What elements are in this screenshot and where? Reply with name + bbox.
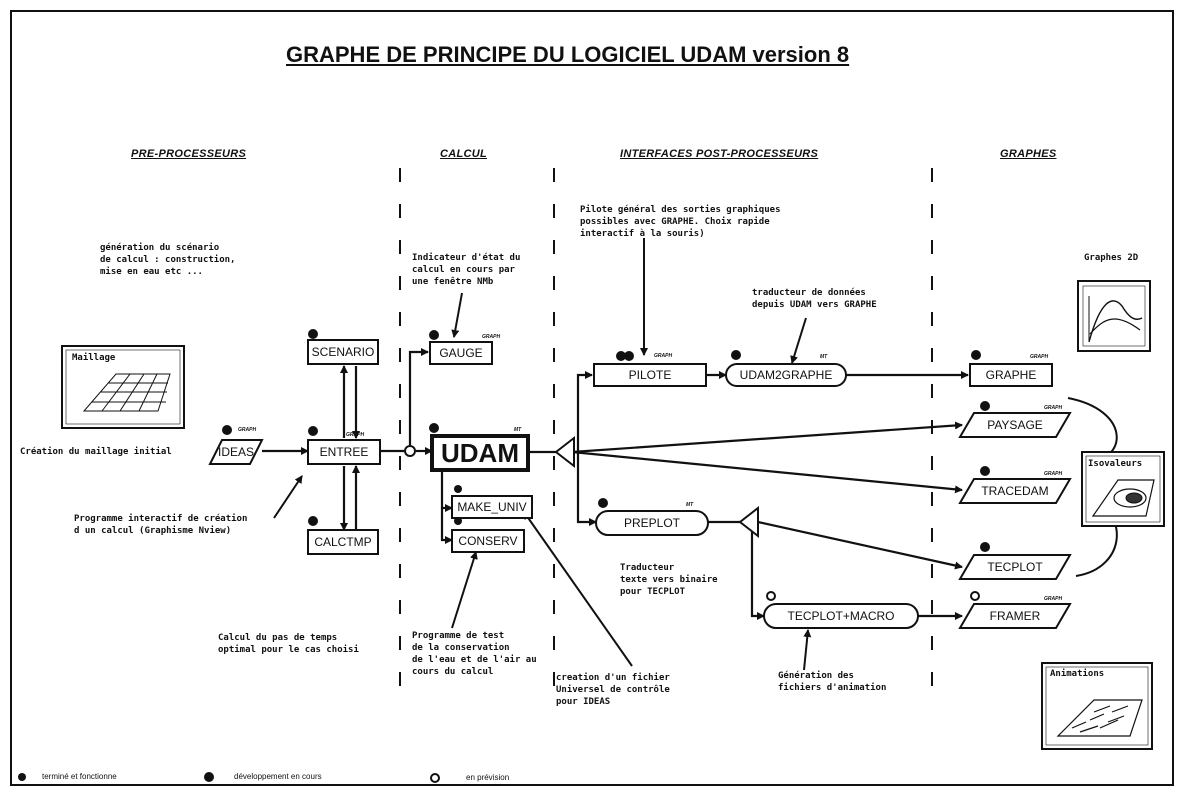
legend-icon-planned (430, 773, 440, 783)
node-shape-pilote (593, 363, 707, 387)
label-graphes-2d: Graphes 2D (1084, 253, 1139, 263)
node-shape-tecplot (958, 554, 1072, 580)
tag-graph: GRAPH (1044, 405, 1063, 411)
junction-triangle-udam (554, 435, 575, 469)
tag-graph: GRAPH (482, 334, 501, 340)
tag-graph: GRAPH (1044, 596, 1063, 602)
tag-graph: GRAPH (346, 432, 365, 438)
annotation-leaders (273, 238, 812, 671)
thumbnail-animations (1041, 662, 1153, 750)
note-generation-scenario: génération du scénario de calcul : const… (100, 243, 236, 277)
status-dot-planned (970, 591, 980, 601)
tag-mt: MT (686, 502, 694, 508)
thumbnail-graphes-2d (1077, 280, 1151, 352)
note-programme-interactif: Programme interactif de création d un ca… (74, 514, 248, 536)
page-border (10, 10, 1174, 786)
node-shape-udam2graphe (725, 363, 847, 387)
node-label-tecplot: TECPLOT (987, 560, 1043, 574)
legend-dev: développement en cours (234, 772, 322, 781)
note-gauge-indicator: Indicateur d'état du calcul en cours par… (412, 253, 521, 287)
node-label-udam2graphe: UDAM2GRAPHE (739, 368, 833, 382)
label-isovaleurs: Isovaleurs (1088, 459, 1143, 469)
note-pilote: Pilote général des sorties graphiques po… (580, 205, 781, 239)
thumbnail-maillage (61, 345, 185, 429)
node-shapes (208, 339, 1072, 629)
note-programme-test: Programme de test de la conservation de … (412, 631, 537, 677)
note-calcul-pas: Calcul du pas de temps optimal pour le c… (218, 633, 359, 655)
section-header-interfaces: INTERFACES POST-PROCESSEURS (620, 148, 819, 160)
junction-circle-entree (404, 445, 416, 457)
node-label-scenario: SCENARIO (311, 345, 375, 359)
section-header-calcul: CALCUL (440, 148, 488, 160)
node-label-pilote: PILOTE (628, 368, 672, 382)
section-dividers (399, 168, 933, 700)
note-traducteur-binaire: Traducteur texte vers binaire pour TECPL… (620, 563, 718, 597)
node-label-framer: FRAMER (989, 609, 1041, 623)
tag-graph: GRAPH (654, 353, 673, 359)
node-label-paysage: PAYSAGE (987, 418, 1043, 432)
tag-mt: MT (820, 354, 828, 360)
thumbnail-isovaleurs (1081, 451, 1165, 527)
node-label-preplot: PREPLOT (623, 516, 680, 530)
node-label-make-univ: MAKE_UNIV (457, 500, 527, 514)
node-shape-tracedam (958, 478, 1072, 504)
legend-done: terminé et fonctionne (42, 772, 117, 781)
node-shape-gauge (429, 341, 493, 365)
node-shape-ideas (208, 439, 264, 465)
node-shape-tecplot-macro (763, 603, 919, 629)
tag-graph: GRAPH (1030, 354, 1049, 360)
junction-triangle-preplot (738, 505, 759, 539)
label-animations: Animations (1050, 669, 1105, 679)
note-creation-fichier: creation d'un fichier Universel de contr… (556, 673, 670, 707)
node-shape-graphe (969, 363, 1053, 387)
node-label-entree: ENTREE (319, 445, 369, 459)
section-header-graphes: GRAPHES (1000, 148, 1057, 160)
node-shape-conserv (451, 529, 525, 553)
node-shape-preplot (595, 510, 709, 536)
node-shape-scenario (307, 339, 379, 365)
node-label-ideas: IDEAS (217, 445, 254, 459)
node-shape-make-univ (451, 495, 533, 519)
page-title: GRAPHE DE PRINCIPE DU LOGICIEL UDAM vers… (286, 42, 850, 67)
label-maillage: Maillage (72, 353, 116, 363)
status-dots (18, 329, 990, 782)
tag-mt: MT (514, 427, 522, 433)
note-generation-animation: Génération des fichiers d'animation (778, 671, 887, 693)
node-label-tecplot-macro: TECPLOT+MACRO (787, 609, 895, 623)
node-label-conserv: CONSERV (458, 534, 518, 548)
node-shape-udam (430, 434, 530, 472)
tag-graph: GRAPH (1044, 471, 1063, 477)
node-label-udam: UDAM (441, 437, 519, 468)
note-creation-maillage: Création du maillage initial (20, 447, 172, 457)
node-label-tracedam: TRACEDAM (981, 484, 1049, 498)
status-dot-planned (766, 591, 776, 601)
node-label-calctmp: CALCTMP (314, 535, 372, 549)
legend-spacer (185, 773, 205, 781)
node-shape-paysage (958, 412, 1072, 438)
legend-planned: en prévision (466, 773, 510, 782)
node-shape-calctmp (307, 529, 379, 555)
section-header-pre: PRE-PROCESSEURS (131, 148, 247, 160)
node-shape-entree (307, 439, 381, 465)
node-shape-framer (958, 603, 1072, 629)
flow-connectors (262, 348, 969, 620)
node-label-gauge: GAUGE (439, 346, 483, 360)
node-label-graphe: GRAPHE (985, 368, 1037, 382)
tag-graph: GRAPH (238, 427, 257, 433)
note-traducteur-graphe: traducteur de données depuis UDAM vers G… (752, 288, 877, 310)
